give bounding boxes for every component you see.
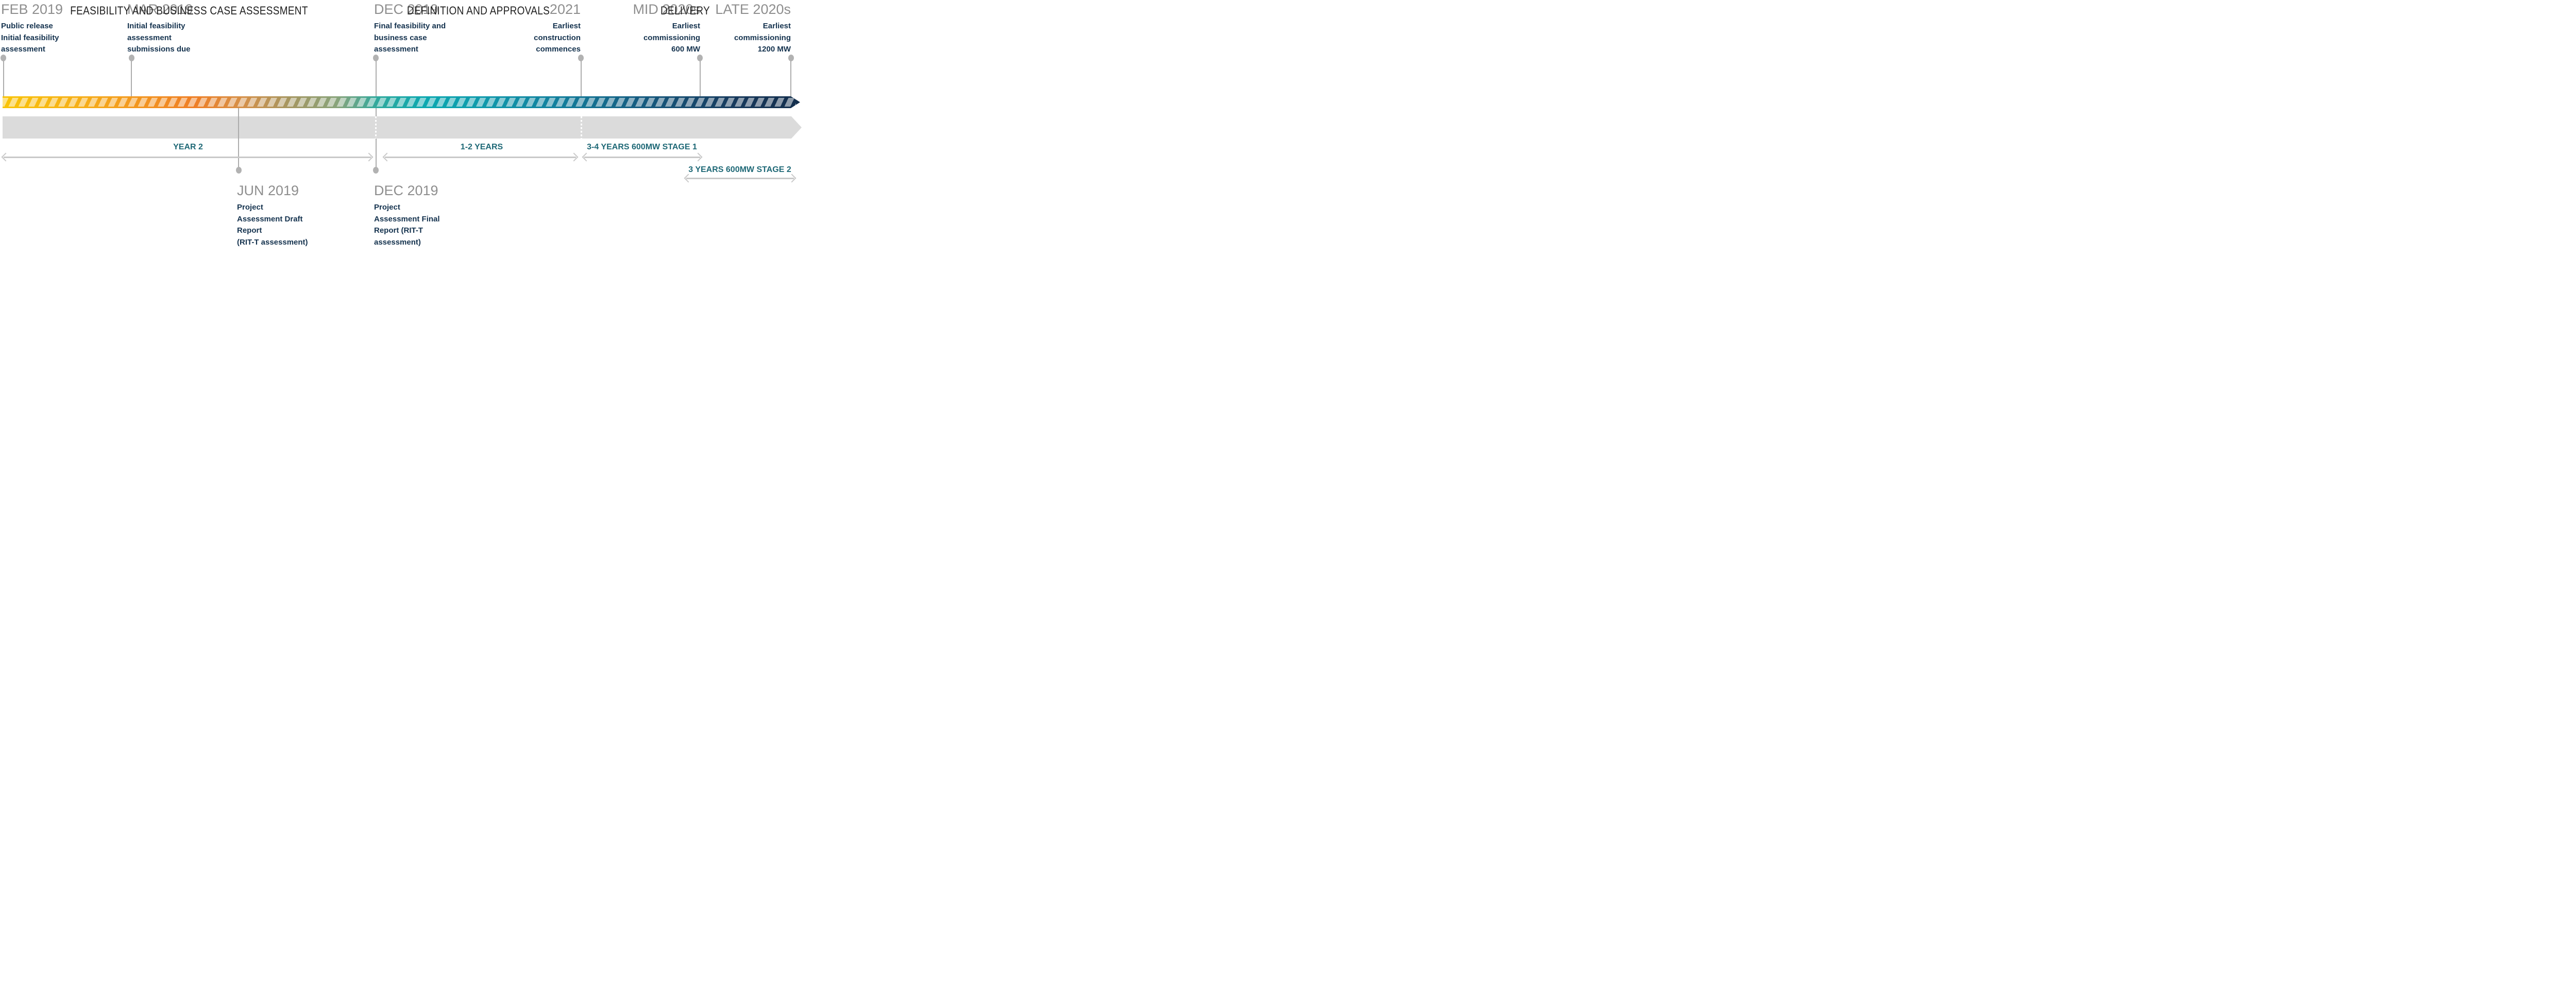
duration-arrow-1-2-years [382,152,579,162]
phase-delivery: DELIVERY [660,4,710,18]
milestone-stem [375,61,377,96]
arrow-line [385,157,576,158]
arrow-line [686,178,794,179]
milestone-stem [790,61,791,96]
milestone-description: Earliest construction commences [534,22,581,54]
milestone-description: Project Assessment Final Report (RIT-T a… [374,203,440,246]
milestone-date: LATE 2020s [715,2,791,17]
milestone-date: FEB 2019 [1,2,63,17]
arrowhead-right-icon [787,174,796,183]
milestone-feb-2019: FEB 2019 Public release Initial feasibil… [1,2,104,56]
timeline-arrow-band [3,96,800,108]
milestone-dec-2019-bottom: DEC 2019 Project Assessment Final Report… [374,183,482,246]
milestone-date: 2021 [549,2,581,17]
project-timeline-infographic: FEB 2019 Public release Initial feasibil… [0,0,802,246]
milestone-date: DEC 2019 [374,2,438,17]
arrow-line [584,157,700,158]
duration-arrow-stage-2 [684,174,796,183]
phase-separator-dashed [580,116,582,139]
milestone-marker [788,55,794,61]
duration-label-year-2: YEAR 2 [173,143,203,151]
milestone-description: Final feasibility and business case asse… [374,22,446,54]
milestone-dec-2019-top: DEC 2019 Final feasibility and business … [374,2,482,56]
milestone-mid-2020s: MID 2020s Earliest commissioning 600 MW [602,2,700,56]
milestone-stem [238,108,239,167]
milestone-late-2020s: LATE 2020s Earliest commissioning 1200 M… [693,2,791,56]
milestone-jun-2019: JUN 2019 Project Assessment Draft Report… [237,183,345,246]
milestone-marker [128,55,134,61]
milestone-stem [375,108,377,116]
milestone-marker [373,55,379,61]
duration-label-stage-1: 3-4 YEARS 600MW STAGE 1 [587,143,697,151]
milestone-stem [3,61,4,96]
duration-label-stage-2: 3 YEARS 600MW STAGE 2 [688,165,791,174]
milestone-marker [373,167,379,174]
arrowhead-right-icon [693,152,703,162]
band-stripes-pattern [3,98,796,107]
milestone-stem [131,61,132,96]
milestone-description: Initial feasibility assessment submissio… [127,22,191,54]
milestone-stem [699,61,701,96]
milestone-description: Project Assessment Draft Report (RIT-T a… [237,203,308,246]
milestone-marker [697,55,703,61]
milestone-stem [375,139,377,167]
arrowhead-right-icon [364,152,374,162]
milestone-date: DEC 2019 [374,183,438,198]
phase-band [3,116,802,139]
duration-arrow-stage-1 [582,152,703,162]
arrow-line [4,157,371,158]
milestone-marker [578,55,584,61]
milestone-stem [580,61,582,96]
milestone-description: Public release Initial feasibility asses… [1,22,59,54]
milestone-date: MAR 2019 [127,2,193,17]
milestone-2021: 2021 Earliest construction commences [483,2,581,56]
milestone-description: Earliest commissioning 600 MW [643,22,700,54]
duration-arrow-year-2 [1,152,374,162]
phase-separator-dashed [375,116,377,139]
phase-definition-approvals: DEFINITION AND APPROVALS [406,4,550,18]
milestone-marker [235,167,242,174]
milestone-date: MID 2020s [633,2,700,17]
milestone-description: Earliest commissioning 1200 MW [734,22,791,54]
duration-label-1-2-years: 1-2 YEARS [460,143,503,151]
phase-feasibility: FEASIBILITY AND BUSINESS CASE ASSESSMENT [70,4,308,18]
milestone-mar-2019: MAR 2019 Initial feasibility assessment … [127,2,230,56]
arrowhead-right-icon [569,152,579,162]
milestone-date: JUN 2019 [237,183,299,198]
milestone-marker [1,55,6,61]
